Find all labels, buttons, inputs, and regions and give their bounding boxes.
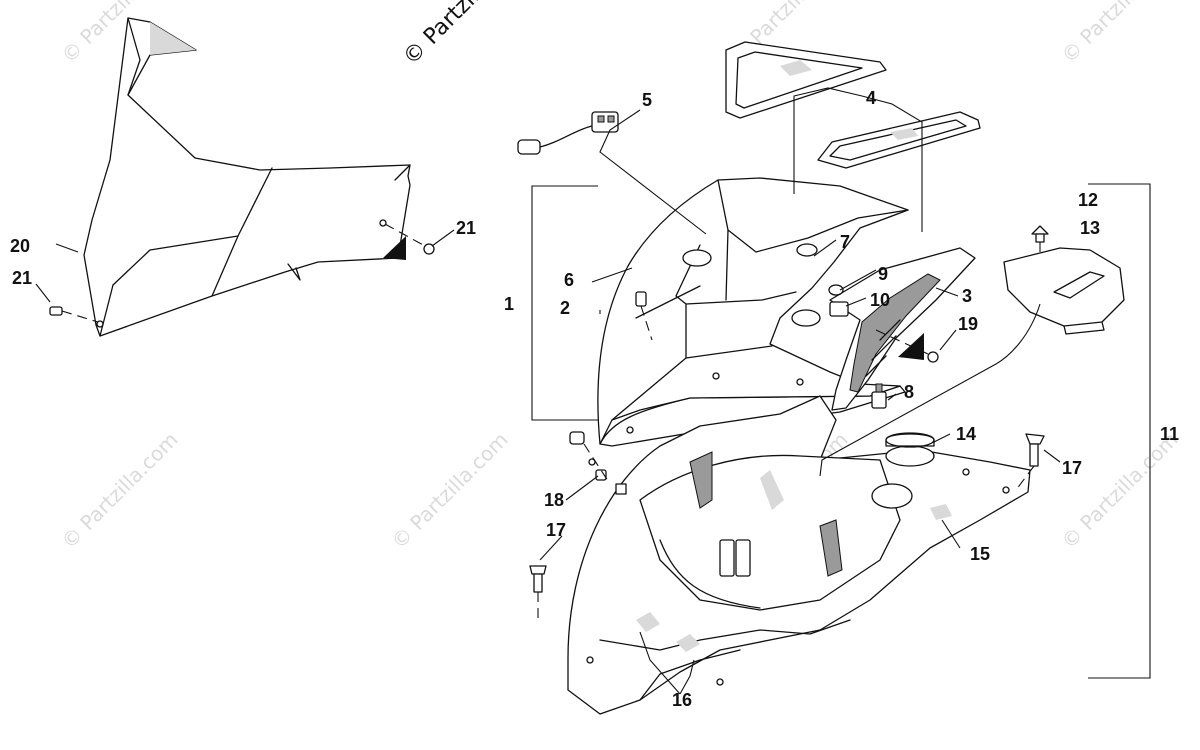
callout-3: 3 (962, 286, 972, 306)
callout-4: 4 (866, 88, 876, 108)
lower-hood-assembly (567, 395, 1031, 715)
leader-lines (35, 87, 1061, 695)
callout-2: 2 (560, 298, 570, 318)
callout-19: 19 (958, 314, 978, 334)
watermark-mid-right: © Partzilla.com (1057, 427, 1183, 553)
watermark-mid-center: © Partzilla.com (387, 427, 513, 553)
callout-17-left: 17 (546, 520, 566, 540)
lower-grommet-hole (871, 483, 913, 509)
callout-21-left: 21 (12, 268, 32, 288)
callout-14: 14 (956, 424, 976, 444)
callout-15: 15 (970, 544, 990, 564)
callout-11: 11 (1160, 424, 1179, 444)
callout-21-right: 21 (456, 218, 476, 238)
side-screw-part (875, 329, 939, 363)
arrow-indicator-left (383, 236, 406, 260)
windshield-screw-right (384, 223, 435, 255)
watermark-primary: © Partzilla (399, 0, 499, 70)
center-insert-panel (829, 247, 976, 411)
callout-13: 13 (1080, 218, 1100, 238)
lower-screw-right (1015, 433, 1045, 491)
bracket-assembly-1 (531, 185, 598, 421)
arrow-indicator-right (898, 333, 924, 360)
callout-6: 6 (564, 270, 574, 290)
callout-7: 7 (840, 232, 850, 252)
lower-screw-left (529, 565, 547, 618)
bracket-assembly-11 (1088, 183, 1151, 679)
windshield-screw-left (49, 306, 99, 323)
light-bracket-part (829, 301, 849, 317)
grommet-part (796, 243, 818, 257)
callout-16: 16 (672, 690, 692, 710)
windshield-part (83, 17, 411, 337)
plug-part (885, 432, 935, 467)
light-grommet-part (828, 284, 844, 296)
watermark-top-right: © Partzilla.com (1057, 0, 1183, 68)
switch-harness-part (517, 111, 619, 155)
window-insert-lower (817, 111, 981, 169)
callout-18: 18 (544, 490, 564, 510)
callout-8: 8 (904, 382, 914, 402)
callout-10: 10 (870, 290, 890, 310)
hood-screw-part (635, 291, 653, 341)
quick-fastener-part (569, 431, 611, 485)
callout-20: 20 (10, 236, 30, 256)
callout-9: 9 (878, 264, 888, 284)
callout-1: 1 (504, 294, 514, 314)
watermark-mid-left: © Partzilla.com (57, 427, 183, 553)
mounting-plate-part (1003, 247, 1125, 335)
callout-12: 12 (1078, 190, 1098, 210)
toggle-switch-part (871, 383, 887, 409)
window-insert-upper (725, 41, 887, 119)
callout-labels: 1 2 3 4 5 6 7 8 9 10 11 12 13 14 15 16 1… (10, 88, 1179, 710)
callout-17-right: 17 (1062, 458, 1082, 478)
callout-5: 5 (642, 90, 652, 110)
